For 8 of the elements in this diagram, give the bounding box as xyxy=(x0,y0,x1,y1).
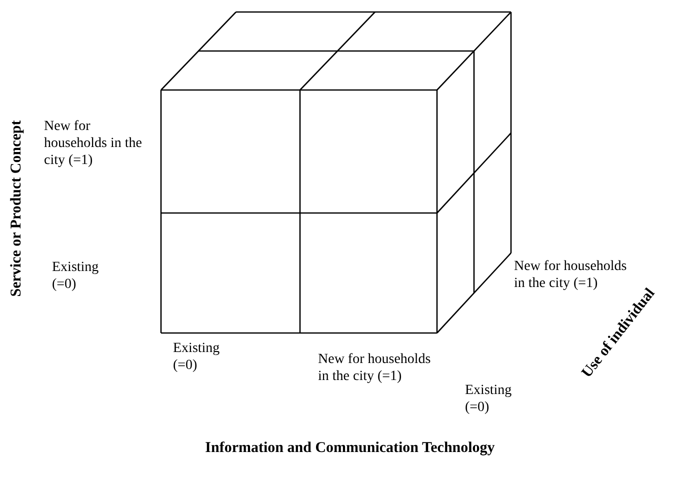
axis-category: Existing (=0) xyxy=(173,340,221,374)
axis-category: New for households in the city (=1) xyxy=(514,258,627,291)
axis-category: Existing (=0) xyxy=(52,259,100,293)
axis-category: New for households in the city (=1) xyxy=(318,351,432,385)
axis-category: Existing (=0) xyxy=(465,382,513,416)
axis-title: Information and Communication Technology xyxy=(204,440,496,457)
axis-category: New for households in the city (=1) xyxy=(44,118,143,169)
axis-title: Service or Product Concept xyxy=(8,119,26,299)
